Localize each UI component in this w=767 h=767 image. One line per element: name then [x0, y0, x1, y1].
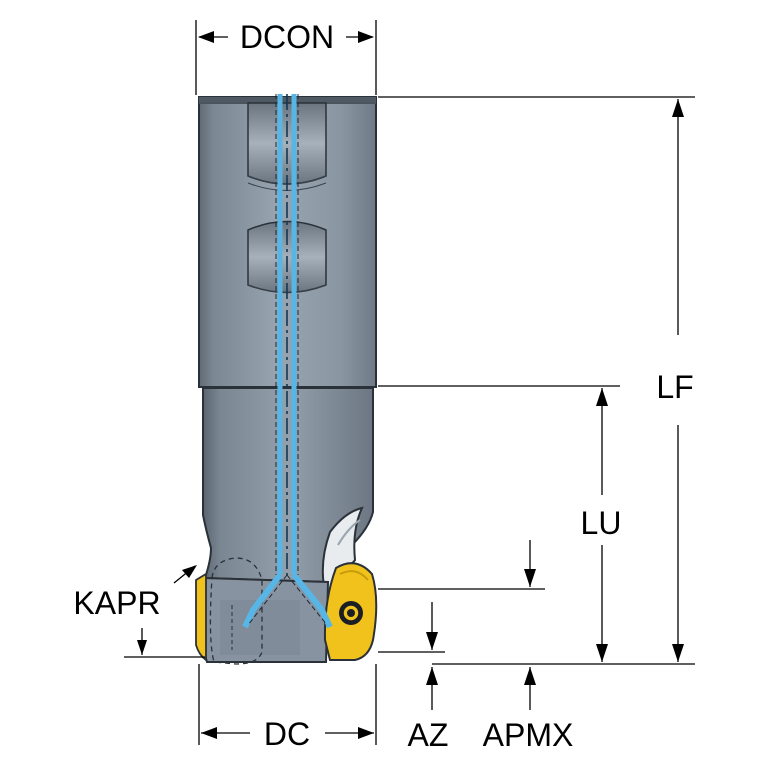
dimension-lf: LF: [378, 96, 695, 665]
apmx-bottom-arrow-icon: [524, 667, 536, 685]
lf-top-arrow-icon: [672, 99, 684, 117]
dimension-az: AZ: [378, 602, 448, 753]
dimension-dc: DC: [198, 664, 377, 752]
dimension-lu: LU: [378, 385, 622, 662]
chip-pocket: [321, 506, 364, 599]
lu-label: LU: [581, 505, 622, 541]
dc-right-arrow-icon: [358, 727, 374, 739]
dcon-left-arrow-icon: [198, 31, 214, 43]
lu-bottom-arrow-icon: [596, 644, 608, 662]
az-bottom-arrow-icon: [426, 667, 438, 685]
kapr-label: KAPR: [73, 585, 160, 621]
apmx-label: APMX: [483, 717, 574, 753]
dc-left-arrow-icon: [201, 727, 217, 739]
dc-label: DC: [264, 716, 310, 752]
coolant-channel: [275, 94, 299, 575]
hidden-insert-outline: [209, 557, 263, 665]
kapr-down-arrow-icon: [137, 640, 147, 655]
kapr-angle-arrow-icon: [182, 565, 197, 578]
az-label: AZ: [408, 717, 449, 753]
coolant-outlet-branches: [242, 573, 333, 629]
lu-top-arrow-icon: [596, 388, 608, 406]
dimension-apmx: APMX: [378, 540, 573, 753]
dimension-kapr: KAPR: [73, 565, 205, 658]
dcon-right-arrow-icon: [358, 31, 374, 43]
cutting-insert-left: [195, 572, 207, 662]
dimension-dcon: DCON: [195, 19, 377, 95]
az-top-arrow-icon: [426, 632, 438, 650]
tool-head: [201, 576, 330, 663]
lf-label: LF: [656, 369, 693, 405]
lf-bottom-arrow-icon: [672, 644, 684, 662]
apmx-top-arrow-icon: [524, 569, 536, 587]
insert-screw-icon: [339, 601, 363, 625]
dcon-label: DCON: [240, 19, 334, 55]
